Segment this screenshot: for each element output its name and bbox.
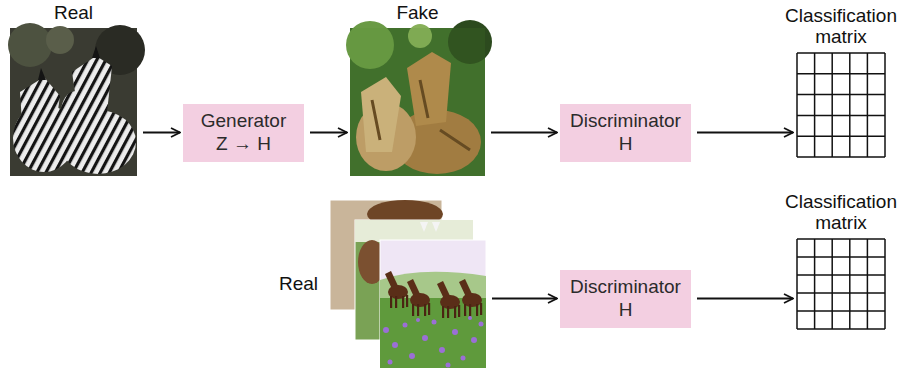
flow-arrow: [310, 132, 347, 134]
grid-line: [797, 135, 885, 137]
zebra-photo: [20, 77, 60, 152]
real-horse-photos: [388, 360, 393, 365]
grid-line: [797, 256, 885, 258]
real-horse-photos: [461, 356, 466, 361]
grid-line: [831, 239, 833, 329]
real-horse-photos: [432, 222, 440, 232]
discriminator-box: DiscriminatorH: [560, 270, 691, 328]
zebra-photo: [92, 46, 100, 58]
grid-line: [797, 274, 885, 276]
classification-matrix: Classification matrix: [796, 238, 886, 330]
fake-horse-photo: [350, 28, 485, 176]
real-horse-photos: [355, 220, 473, 242]
panel-heading: Classification matrix: [776, 6, 906, 48]
matrix-grid: [796, 52, 886, 158]
grid-line: [884, 239, 886, 329]
grid-line: [797, 238, 885, 240]
generated-image: Fake: [350, 28, 485, 176]
real-horse-photos: [383, 327, 389, 333]
box-label: H: [619, 133, 633, 156]
fake-horse-photo: [350, 28, 485, 176]
real-horse-photos: [452, 329, 458, 335]
grid-line: [797, 156, 885, 158]
grid-line: [814, 53, 816, 157]
real-horse-photos: [422, 335, 428, 341]
real-horse-photos: [479, 322, 484, 327]
real-horse-photos: [380, 240, 486, 368]
discriminator-box: DiscriminatorH: [560, 104, 691, 162]
panel-heading: Real: [279, 274, 318, 295]
box-label: Discriminator: [570, 276, 681, 299]
grid-line: [831, 53, 833, 157]
panel-heading: Real: [54, 3, 93, 24]
grid-line: [867, 53, 869, 157]
zebra-photo: [8, 23, 52, 67]
real-horse-photos: [420, 222, 428, 232]
matrix-grid: [796, 238, 886, 330]
real-horse-photos: [407, 279, 430, 316]
real-image-stack: Real: [330, 200, 486, 368]
box-label: Generator: [201, 110, 287, 133]
grid-line: [849, 53, 851, 157]
real-horse-photos: [437, 281, 460, 318]
real-horse-photos: [439, 347, 445, 353]
grid-line: [797, 52, 885, 54]
grid-line: [797, 328, 885, 330]
panel-heading: Fake: [396, 3, 438, 24]
classification-matrix: Classification matrix: [796, 52, 886, 158]
real-horse-photos: [383, 316, 484, 368]
real-horse-photos: [459, 279, 482, 316]
real-horse-photos: [409, 353, 415, 359]
flow-arrow: [492, 298, 557, 300]
grid-line: [849, 239, 851, 329]
generator-box: GeneratorZ → H: [183, 104, 304, 162]
real-horse-photos: [471, 337, 477, 343]
grid-line: [797, 115, 885, 117]
input-image: Real: [10, 28, 137, 176]
real-horse-photos: [416, 318, 420, 322]
real-horse-photos: [432, 320, 437, 325]
grid-line: [867, 239, 869, 329]
zebra-photo: [8, 23, 145, 176]
real-horse-photos: [446, 363, 451, 368]
grid-line: [797, 310, 885, 312]
grid-line: [796, 239, 798, 329]
box-label: Z → H: [216, 133, 271, 156]
grid-line: [797, 94, 885, 96]
real-horse-photos: [403, 323, 408, 328]
real-horse-photos: [330, 200, 486, 368]
flow-arrow: [143, 132, 180, 134]
real-horse-photos: [385, 271, 408, 308]
box-label: H: [619, 299, 633, 322]
grid-line: [796, 53, 798, 157]
panel-heading: Classification matrix: [776, 192, 906, 234]
grid-line: [884, 53, 886, 157]
zebra-photo: [46, 26, 74, 54]
grid-line: [797, 292, 885, 294]
grid-line: [797, 73, 885, 75]
flow-arrow: [491, 132, 557, 134]
real-horse-photos: [468, 316, 472, 320]
zebra-photo: [38, 68, 46, 80]
grid-line: [814, 239, 816, 329]
real-horse-photos: [392, 342, 398, 348]
flow-arrow: [697, 298, 793, 300]
fake-horse-photo: [346, 20, 492, 176]
flow-arrow: [697, 132, 793, 134]
box-label: Discriminator: [570, 110, 681, 133]
